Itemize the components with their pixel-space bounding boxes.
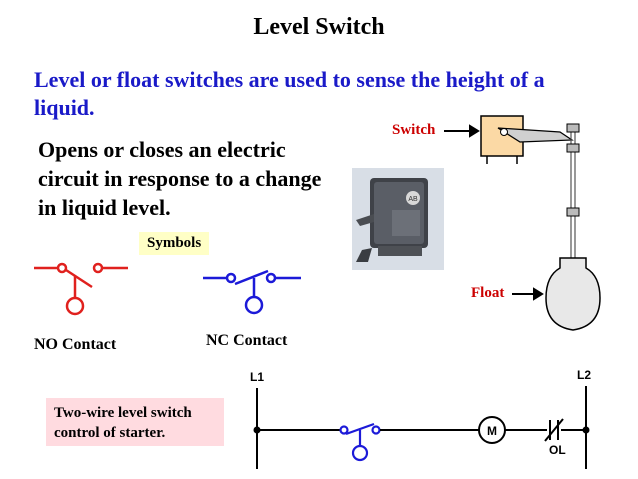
nc-contact-symbol [203,269,301,315]
intro-text: Level or float switches are used to sens… [34,67,545,120]
switch-callout-label: Switch [392,122,436,138]
level-switch-photo: AB [352,168,444,270]
switch-body [480,115,574,164]
l2-label: L2 [577,368,591,382]
photo-brand-mark: AB [408,196,418,203]
l1-label: L1 [250,370,264,384]
description-text: Opens or closes an electric circuit in r… [38,137,322,220]
symbols-label: Symbols [139,232,210,255]
overload-contact [544,418,564,442]
page-title: Level Switch [253,14,385,40]
switch-arrow [444,124,480,138]
overload-label: OL [549,443,566,457]
float-ball [545,257,601,331]
ladder-diagram: L1 L2 M OL [250,368,591,469]
no-contact-label: NO Contact [34,336,117,353]
float-arrow [512,287,544,301]
note-box: Two-wire level switch control of starter… [46,398,224,446]
no-contact-symbol [34,262,128,316]
rod-stops [566,123,580,217]
motor-label: M [487,424,497,438]
nc-contact-label: NC Contact [206,332,288,349]
float-callout-label: Float [471,285,505,301]
ladder-level-switch [339,422,381,462]
